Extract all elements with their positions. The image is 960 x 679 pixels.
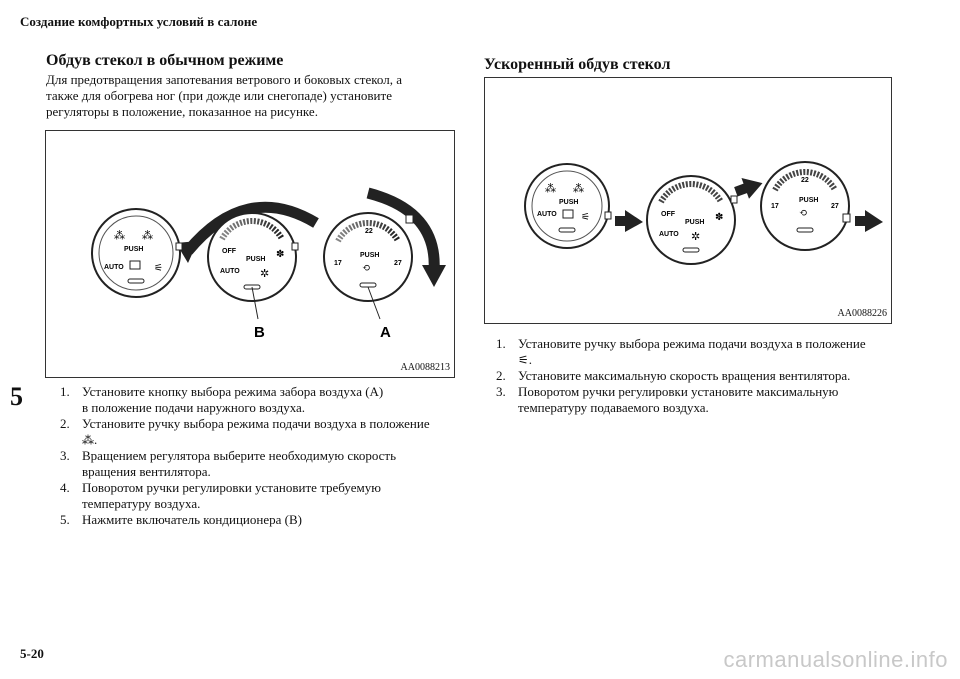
figure-normal-defrost: PUSH AUTO ⁂ ⁂ ⚟ OFF PUSH AUTO ✲ ✽ 22 17	[45, 130, 455, 378]
fan-icon: ✽	[276, 249, 284, 260]
fan-dial: OFF PUSH AUTO ✲ ✽	[646, 175, 738, 265]
dial-auto-label: AUTO	[220, 268, 240, 275]
list-item: 3.Вращением регулятора выберите необходи…	[60, 448, 397, 479]
airflow-feet-icon: ⁂	[573, 182, 584, 195]
recirculation-icon: ⟲	[799, 208, 807, 219]
dial-push-label: PUSH	[124, 246, 143, 253]
defrost-icon: ⚟	[581, 212, 590, 223]
ac-snowflake-icon: ✲	[691, 231, 700, 243]
list-item: 1.Установите кнопку выбора режима забора…	[60, 384, 384, 415]
temp-mid-label: 22	[801, 177, 809, 184]
dial-off-label: OFF	[661, 211, 676, 218]
temp-low-label: 17	[334, 260, 342, 267]
climate-controls-illustration: PUSH AUTO ⁂ ⁂ ⚟ OFF PUSH AUTO ✲ ✽ 22 17	[91, 187, 446, 341]
dial-auto-label: AUTO	[659, 231, 679, 238]
callout-a: A	[380, 324, 391, 341]
windshield-defrost-icon: ⚟	[518, 353, 529, 367]
list-item: 4.Поворотом ручки регулировки установите…	[60, 480, 381, 511]
defrost-icon: ⚟	[154, 263, 163, 274]
airflow-face-icon: ⁂	[545, 182, 556, 195]
intro-line: Для предотвращения запотевания ветрового…	[46, 72, 402, 87]
rotate-arrow-icon	[183, 201, 319, 255]
dial-push-label: PUSH	[685, 219, 704, 226]
fan-dial: OFF PUSH AUTO ✲ ✽	[207, 212, 299, 302]
airflow-face-icon: ⁂	[114, 229, 125, 242]
left-intro: Для предотвращения запотевания ветрового…	[46, 72, 402, 120]
airflow-feet-icon: ⁂	[142, 229, 153, 242]
dial-push-label: PUSH	[559, 199, 578, 206]
rear-defrost-icon	[562, 209, 574, 219]
recirculation-icon: ⟲	[362, 263, 370, 274]
temp-low-label: 17	[771, 203, 779, 210]
figure-code: AA0088226	[837, 308, 887, 319]
temp-high-label: 27	[394, 260, 402, 267]
callout-b: B	[254, 324, 265, 341]
list-item: 5.Нажмите включатель кондиционера (B)	[60, 512, 302, 527]
ac-snowflake-icon: ✲	[260, 268, 269, 280]
figure-fast-defrost: PUSH AUTO ⁂ ⁂ ⚟ OFF PUSH AUTO ✲ ✽ 2	[484, 77, 892, 324]
list-item: 2.Установите ручку выбора режима подачи …	[60, 416, 430, 447]
temp-mid-label: 22	[365, 228, 373, 235]
rear-defrost-icon	[129, 260, 141, 270]
temp-high-label: 27	[831, 203, 839, 210]
right-section-heading: Ускоренный обдув стекол	[484, 56, 671, 73]
intro-line: регуляторы в положение, показанное на ри…	[46, 104, 318, 119]
mode-dial: PUSH AUTO ⁂ ⁂ ⚟	[524, 163, 612, 249]
temperature-dial: 22 17 27 PUSH ⟲	[323, 212, 414, 302]
pointer-arrow-icon	[855, 210, 883, 232]
right-steps: 1.Установите ручку выбора режима подачи …	[496, 336, 896, 416]
pointer-arrow-icon	[615, 210, 643, 232]
list-item: 3.Поворотом ручки регулировки установите…	[496, 384, 839, 415]
dial-auto-label: AUTO	[104, 264, 124, 271]
dial-push-label: PUSH	[360, 252, 379, 259]
dial-push-label: PUSH	[246, 256, 265, 263]
arrow-head-icon	[422, 265, 446, 287]
left-steps: 1.Установите кнопку выбора режима забора…	[60, 384, 452, 528]
running-header: Создание комфортных условий в салоне	[20, 14, 258, 29]
fan-icon: ✽	[715, 212, 723, 223]
section-tab: 5	[10, 382, 23, 411]
temperature-dial: 22 17 27 PUSH ⟲	[760, 161, 851, 251]
rotate-arrow-icon	[366, 187, 440, 272]
climate-controls-illustration: PUSH AUTO ⁂ ⁂ ⚟ OFF PUSH AUTO ✲ ✽ 2	[524, 161, 883, 265]
left-section-heading: Обдув стекол в обычном режиме	[46, 52, 284, 69]
mode-dial: PUSH AUTO ⁂ ⁂ ⚟	[91, 208, 183, 298]
list-item: 1.Установите ручку выбора режима подачи …	[496, 336, 866, 367]
pointer-arrow-icon	[734, 178, 763, 199]
airflow-feet-defrost-icon: ⁂	[82, 433, 94, 447]
dial-off-label: OFF	[222, 248, 237, 255]
intro-line: также для обогрева ног (при дожде или сн…	[46, 88, 392, 103]
dial-push-label: PUSH	[799, 197, 818, 204]
list-item: 2.Установите максимальную скорость враще…	[496, 368, 851, 383]
figure-code: AA0088213	[400, 362, 450, 373]
dial-auto-label: AUTO	[537, 211, 557, 218]
watermark: carmanualsonline.info	[723, 647, 948, 672]
page-number: 5-20	[20, 646, 44, 661]
